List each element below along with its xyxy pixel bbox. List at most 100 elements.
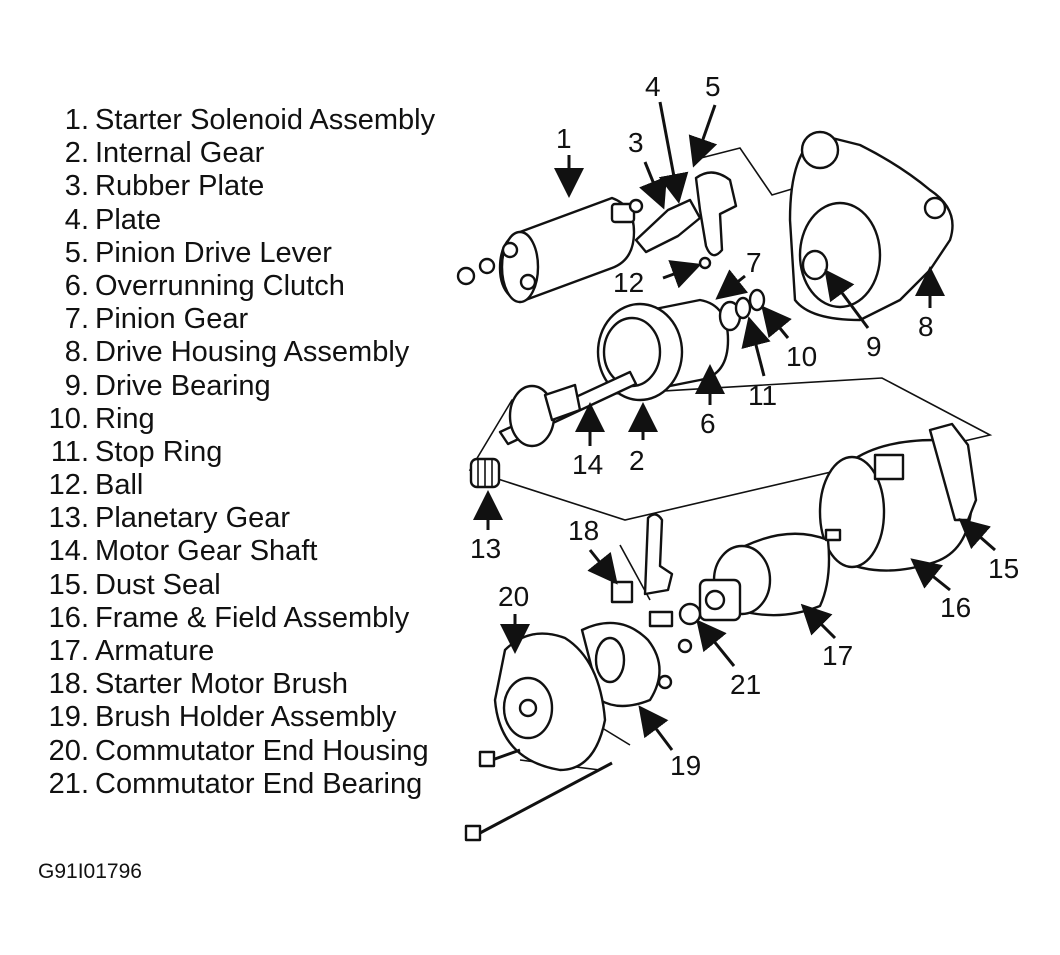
figure-id: G91I01796 <box>38 860 142 883</box>
callout-5: 5 <box>705 71 721 102</box>
legend-label: Armature <box>95 635 215 667</box>
legend-label: Motor Gear Shaft <box>95 535 318 568</box>
callouts: 1 2 3 4 5 6 7 8 9 10 11 12 13 14 15 16 1 <box>470 71 1019 781</box>
commutator-bearing-part <box>678 602 702 626</box>
legend-item-20: 20Commutator End Housing <box>36 735 496 768</box>
callout-15: 15 <box>988 553 1019 584</box>
frame-field-part <box>818 422 978 572</box>
legend-item-4: 4Plate <box>36 204 496 237</box>
legend-label: Stop Ring <box>95 435 223 468</box>
legend-number: 16 <box>36 602 95 635</box>
legend-label: Starter Solenoid Assembly <box>95 104 436 136</box>
ball-part <box>698 256 712 270</box>
legend-item-7: 7Pinion Gear <box>36 303 496 336</box>
callout-4: 4 <box>645 71 661 102</box>
callout-7: 7 <box>746 247 762 278</box>
legend-number: 20 <box>36 735 95 768</box>
legend-label: Commutator End Housing <box>95 734 429 767</box>
callout-3: 3 <box>628 127 644 158</box>
legend-label: Ball <box>95 469 144 502</box>
legend-item-2: 2Internal Gear <box>36 137 496 170</box>
callout-16: 16 <box>940 592 971 623</box>
armature-part <box>698 528 842 622</box>
legend-item-13: 13Planetary Gear <box>36 502 496 535</box>
callout-14: 14 <box>572 449 603 480</box>
legend-number: 7 <box>36 303 95 336</box>
legend-label: Drive Housing Assembly <box>95 336 410 369</box>
legend-label: Commutator End Bearing <box>95 767 423 800</box>
legend-item-16: 16Frame & Field Assembly <box>36 602 496 635</box>
rubber-plate-part <box>634 198 702 254</box>
callout-9: 9 <box>866 331 882 362</box>
legend-item-12: 12Ball <box>36 469 496 502</box>
legend-number: 1 <box>36 104 95 137</box>
legend-number: 5 <box>36 237 95 270</box>
legend-number: 8 <box>36 336 95 369</box>
legend-item-17: 17Armature <box>36 635 496 668</box>
screw-part <box>478 748 521 768</box>
legend-label: Ring <box>95 402 155 435</box>
legend-number: 9 <box>36 370 95 403</box>
callout-10: 10 <box>786 341 817 372</box>
callout-21: 21 <box>730 669 761 700</box>
legend-number: 14 <box>36 535 95 568</box>
legend-label: Rubber Plate <box>95 170 265 203</box>
legend-number: 13 <box>36 502 95 535</box>
legend-label: Planetary Gear <box>95 502 291 535</box>
legend-number: 12 <box>36 469 95 502</box>
solenoid-part <box>456 196 644 304</box>
callout-19: 19 <box>670 750 701 781</box>
callout-17: 17 <box>822 640 853 671</box>
callout-1: 1 <box>556 123 572 154</box>
callout-8: 8 <box>918 311 934 342</box>
legend-item-15: 15Dust Seal <box>36 569 496 602</box>
legend-item-6: 6Overrunning Clutch <box>36 270 496 303</box>
callout-6: 6 <box>700 408 716 439</box>
callout-11: 11 <box>748 380 777 411</box>
legend-item-8: 8Drive Housing Assembly <box>36 336 496 369</box>
legend-label: Overrunning Clutch <box>95 269 345 302</box>
callout-20: 20 <box>498 581 529 612</box>
legend-label: Brush Holder Assembly <box>95 701 397 734</box>
legend-number: 18 <box>36 668 95 701</box>
drive-housing-part <box>788 130 954 322</box>
legend-label: Frame & Field Assembly <box>95 601 410 634</box>
legend-number: 19 <box>36 701 95 734</box>
legend-number: 6 <box>36 270 95 303</box>
brush-holder-part <box>580 621 693 708</box>
callout-12: 12 <box>613 267 644 298</box>
legend-number: 10 <box>36 403 95 436</box>
legend-item-14: 14Motor Gear Shaft <box>36 535 496 568</box>
pinion-drive-lever-part <box>694 171 738 257</box>
legend-item-10: 10Ring <box>36 403 496 436</box>
legend-label: Plate <box>95 203 162 236</box>
parts-legend: 1Starter Solenoid Assembly 2Internal Gea… <box>36 104 496 801</box>
legend-label: Dust Seal <box>95 568 221 601</box>
legend-number: 4 <box>36 204 95 237</box>
callout-13: 13 <box>470 533 501 564</box>
legend-label: Pinion Drive Lever <box>95 236 332 269</box>
legend-item-5: 5Pinion Drive Lever <box>36 237 496 270</box>
legend-item-11: 11Stop Ring <box>36 436 496 469</box>
legend-number: 3 <box>36 170 95 203</box>
legend-item-18: 18Starter Motor Brush <box>36 668 496 701</box>
callout-2: 2 <box>629 445 645 476</box>
legend-label: Drive Bearing <box>95 369 271 402</box>
callout-18: 18 <box>568 515 599 546</box>
legend-item-9: 9Drive Bearing <box>36 370 496 403</box>
legend-item-3: 3Rubber Plate <box>36 170 496 203</box>
commutator-end-housing-part <box>493 632 607 772</box>
legend-number: 21 <box>36 768 95 801</box>
legend-item-21: 21Commutator End Bearing <box>36 768 496 801</box>
planetary-gear-part <box>469 457 501 489</box>
legend-label: Internal Gear <box>95 137 265 170</box>
legend-number: 11 <box>36 436 95 469</box>
legend-item-1: 1Starter Solenoid Assembly <box>36 104 496 137</box>
legend-number: 15 <box>36 569 95 602</box>
starter-motor-brush-part <box>610 513 674 628</box>
through-bolt-part <box>464 761 613 842</box>
legend-number: 17 <box>36 635 95 668</box>
legend-number: 2 <box>36 137 95 170</box>
legend-label: Starter Motor Brush <box>95 668 349 701</box>
